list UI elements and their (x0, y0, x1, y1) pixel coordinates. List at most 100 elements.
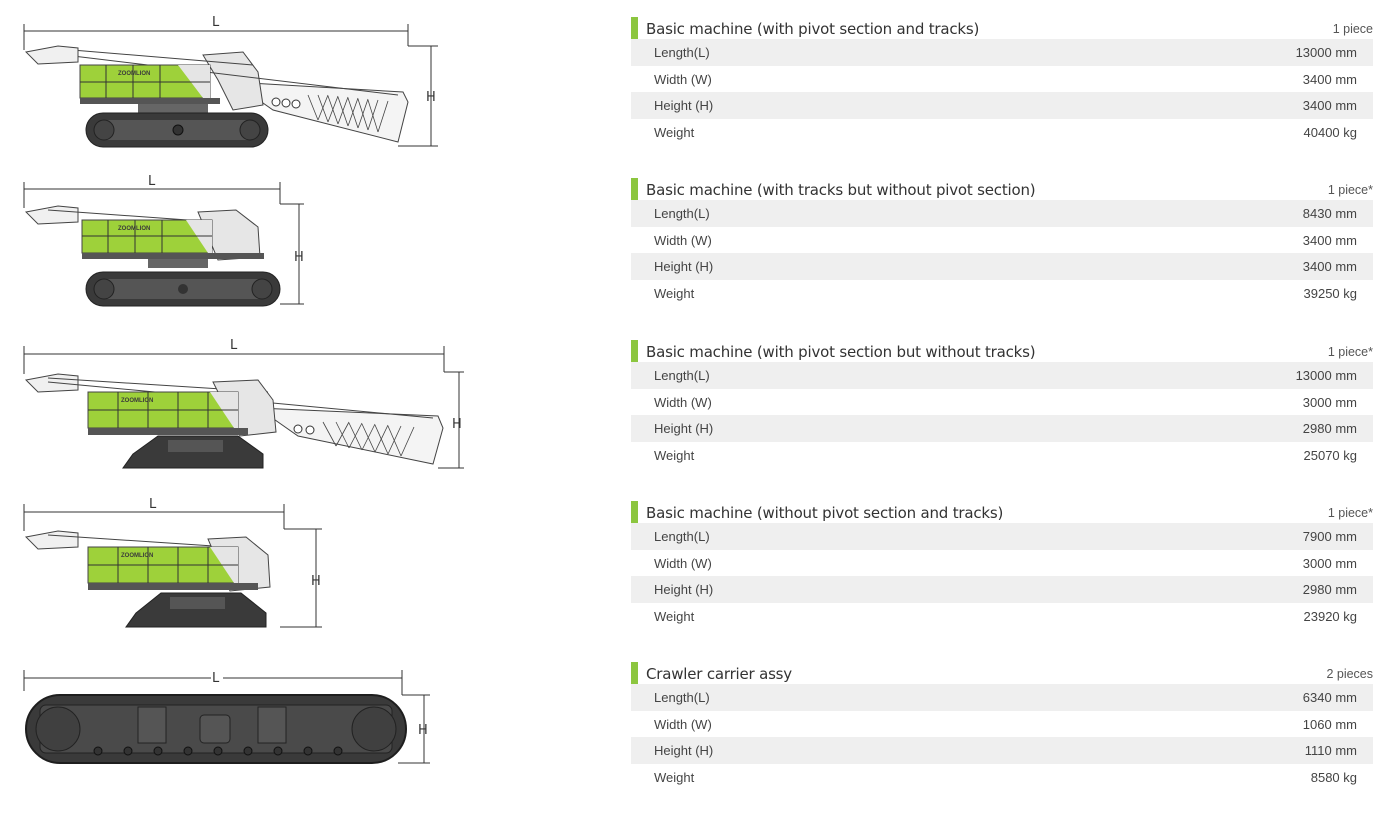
section-quantity: 2 pieces (1326, 667, 1373, 681)
spec-value: 2980 mm (1302, 421, 1357, 436)
section-quantity: 1 piece* (1327, 183, 1373, 197)
section-header: Basic machine (with pivot section but wi… (631, 340, 1373, 364)
spec-value: 40400 kg (1303, 124, 1358, 140)
spec-section-crawler-carrier: Crawler carrier assy 2 pieces Length(L) 6… (631, 662, 1373, 790)
brand-mark: ZOOMLION (121, 553, 153, 559)
spec-section-tracks-no-pivot: Basic machine (with tracks but without p… (631, 178, 1373, 306)
spec-row-length: Length(L) 13000 mm (631, 362, 1373, 389)
spec-label: Width (W) (654, 716, 712, 732)
spec-label: Length(L) (654, 690, 710, 705)
length-dimension-label: L (230, 338, 238, 353)
length-dimension-label: L (148, 174, 156, 189)
spec-label: Width (W) (654, 555, 712, 571)
section-quantity: 1 piece* (1327, 506, 1373, 520)
spec-label: Height (H) (654, 743, 714, 758)
spec-value: 3400 mm (1302, 71, 1357, 87)
section-title: Basic machine (with tracks but without p… (646, 181, 1036, 199)
spec-label: Height (H) (654, 582, 714, 597)
spec-row-height: Height (H)3400 mm (631, 92, 1373, 119)
spec-label: Weight (654, 285, 695, 301)
spec-row-weight: Weight 8580 kg (631, 764, 1373, 791)
spec-row-length: Length(L) 6340 mm (631, 684, 1373, 711)
length-dimension-label: L (212, 671, 220, 686)
section-header: Basic machine (with pivot section and tr… (631, 17, 1373, 41)
spec-value: 8580 kg (1310, 769, 1357, 785)
spec-row-height: Height (H) 1110 mm (631, 737, 1373, 764)
spec-label: Weight (654, 608, 695, 624)
spec-label: Height (H) (654, 259, 714, 274)
height-dimension-label: H (294, 250, 304, 265)
section-header: Crawler carrier assy 2 pieces (631, 662, 1373, 686)
spec-row-width: Width (W) 3000 mm (631, 389, 1373, 416)
figure-crawler-carrier: L H (18, 665, 438, 775)
spec-row-width: Width (W) 3000 mm (631, 550, 1373, 577)
spec-value: 13000 mm (1295, 45, 1357, 60)
spec-row-length: Length(L) 13000 mm (631, 39, 1373, 66)
accent-bar (631, 662, 638, 686)
spec-label: Weight (654, 124, 695, 140)
spec-row-length: Length(L)7900 mm (631, 523, 1373, 550)
figure-machine-tracks-no-pivot: L H ZOOMLION (18, 172, 318, 312)
accent-bar (631, 501, 638, 525)
spec-row-weight: Weight 40400 kg (631, 119, 1373, 146)
spec-label: Width (W) (654, 394, 712, 410)
section-header: Basic machine (with tracks but without p… (631, 178, 1373, 202)
spec-value: 7900 mm (1302, 529, 1357, 544)
spec-value: 3400 mm (1302, 259, 1357, 274)
length-dimension-label: L (149, 497, 157, 512)
spec-row-width: Width (W) 3400 mm (631, 66, 1373, 93)
spec-label: Weight (654, 769, 695, 785)
accent-bar (631, 17, 638, 41)
brand-mark: ZOOMLION (118, 71, 150, 77)
section-title: Basic machine (without pivot section and… (646, 504, 1004, 522)
spec-label: Height (H) (654, 421, 714, 436)
spec-value: 2980 mm (1302, 582, 1357, 597)
brand-mark: ZOOMLION (118, 226, 150, 232)
spec-row-height: Height (H) 2980 mm (631, 415, 1373, 442)
section-header: Basic machine (without pivot section and… (631, 501, 1373, 525)
length-dimension-label: L (212, 15, 220, 30)
accent-bar (631, 340, 638, 364)
spec-row-width: Width (W) 3400 mm (631, 227, 1373, 254)
spec-section-pivot-tracks: Basic machine (with pivot section and tr… (631, 17, 1373, 145)
spec-value: 25070 kg (1303, 447, 1358, 463)
spec-label: Width (W) (654, 71, 712, 87)
height-dimension-label: H (311, 574, 321, 589)
section-title: Basic machine (with pivot section and tr… (646, 20, 980, 38)
height-dimension-label: H (452, 417, 462, 432)
spec-value: 1110 mm (1304, 743, 1357, 758)
height-dimension-label: H (426, 90, 436, 105)
spec-value: 8430 mm (1302, 206, 1357, 221)
section-title: Crawler carrier assy (646, 665, 792, 683)
spec-label: Weight (654, 447, 695, 463)
spec-value: 6340 mm (1302, 690, 1357, 705)
section-quantity: 1 piece (1332, 22, 1373, 36)
spec-value: 3400 mm (1302, 232, 1357, 248)
spec-row-width: Width (W) 1060 mm (631, 711, 1373, 738)
spec-label: Height (H) (654, 98, 714, 113)
spec-label: Length(L) (654, 368, 710, 383)
figure-machine-pivot-no-tracks: L H ZOOMLION (18, 336, 478, 476)
spec-value: 1060 mm (1302, 716, 1357, 732)
spec-value: 3000 mm (1302, 555, 1357, 571)
brand-mark: ZOOMLION (121, 398, 153, 404)
spec-label: Length(L) (654, 206, 710, 221)
figure-machine-no-pivot-no-tracks: L H ZOOMLION (18, 495, 338, 635)
height-dimension-label: H (418, 723, 428, 738)
spec-value: 3000 mm (1302, 394, 1357, 410)
spec-row-weight: Weight 25070 kg (631, 442, 1373, 469)
spec-value: 39250 kg (1303, 285, 1358, 301)
spec-section-no-pivot-no-tracks: Basic machine (without pivot section and… (631, 501, 1373, 629)
spec-value: 13000 mm (1295, 368, 1357, 383)
section-title: Basic machine (with pivot section but wi… (646, 343, 1036, 361)
spec-section-pivot-no-tracks: Basic machine (with pivot section but wi… (631, 340, 1373, 468)
section-quantity: 1 piece* (1327, 345, 1373, 359)
spec-row-height: Height (H) 3400 mm (631, 253, 1373, 280)
spec-label: Width (W) (654, 232, 712, 248)
spec-row-weight: Weight 39250 kg (631, 280, 1373, 307)
spec-label: Length(L) (654, 45, 710, 60)
spec-row-weight: Weight 23920 kg (631, 603, 1373, 630)
spec-row-length: Length(L) 8430 mm (631, 200, 1373, 227)
accent-bar (631, 178, 638, 202)
spec-value: 23920 kg (1303, 608, 1358, 624)
